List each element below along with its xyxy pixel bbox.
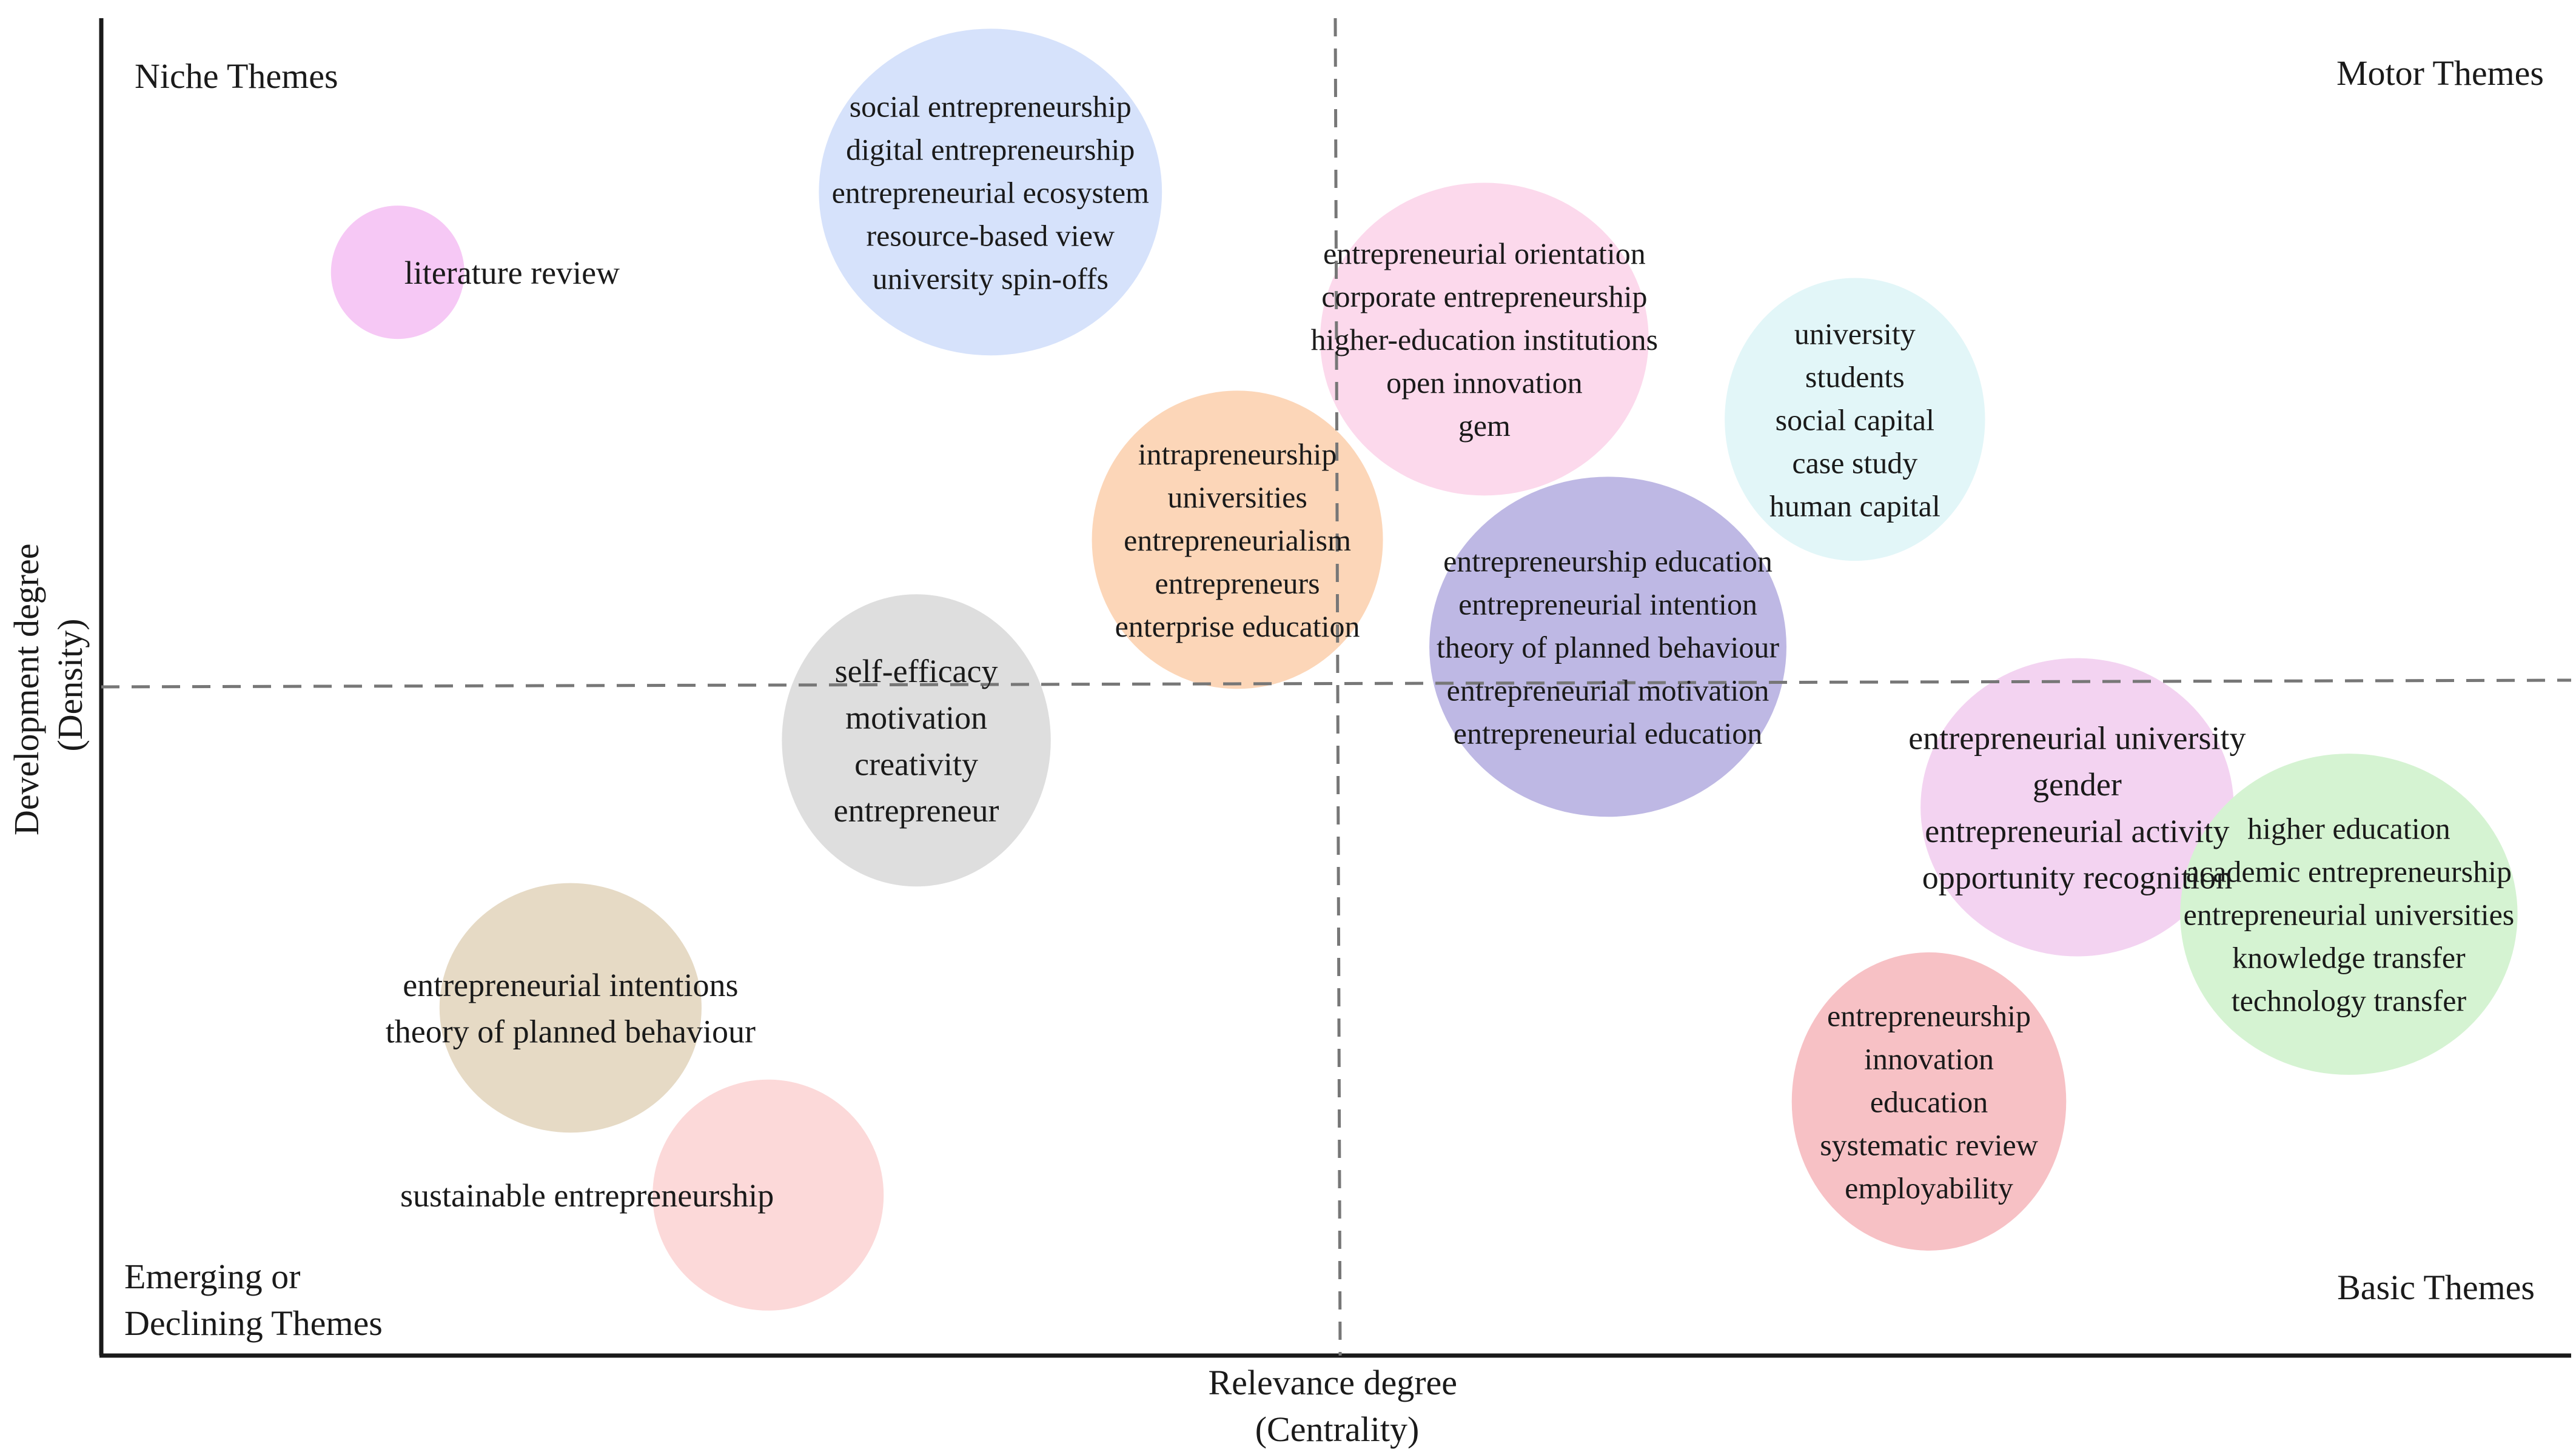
x-axis-label: Relevance degree (Centrality) bbox=[1208, 1363, 1466, 1449]
cluster-label: entrepreneurial intentions theory of plan… bbox=[386, 967, 756, 1050]
cluster-term: human capital bbox=[1769, 489, 1940, 523]
cluster-term: entrepreneurial intentions bbox=[403, 967, 738, 1003]
cluster-label: self-efficacy motivation creativity entrepr… bbox=[834, 653, 999, 829]
cluster-label: higher education academic entrepreneurshi… bbox=[2184, 812, 2515, 1018]
cluster-term: entrepreneurial orientation bbox=[1323, 236, 1646, 270]
cluster-bubble bbox=[439, 883, 702, 1133]
x-axis-label-line-2: (Centrality) bbox=[1255, 1410, 1420, 1449]
cluster-bubble bbox=[1320, 182, 1649, 496]
y-axis-label-group: Development degree (Density) bbox=[7, 535, 90, 835]
cluster-term: higher education bbox=[2247, 812, 2450, 846]
cluster-labels: social entrepreneurship digital entrepren… bbox=[386, 89, 2515, 1214]
cluster-term: entrepreneurialism bbox=[1124, 523, 1351, 557]
cluster-term: universities bbox=[1167, 480, 1307, 514]
cluster-label: entrepreneurship innovation education syste… bbox=[1820, 998, 2038, 1205]
cluster-term: university bbox=[1794, 316, 1916, 350]
cluster-term: entrepreneurial ecosystem bbox=[832, 175, 1149, 209]
quadrant-emerging-line-1: Emerging or bbox=[124, 1257, 300, 1296]
quadrant-emerging-label: Emerging or Declining Themes bbox=[124, 1257, 383, 1343]
cluster-bubble bbox=[652, 1079, 884, 1311]
quadrant-motor-label: Motor Themes bbox=[2336, 53, 2544, 93]
x-axis-label-line-1: Relevance degree bbox=[1208, 1363, 1457, 1402]
cluster-term: entrepreneurial activity bbox=[1925, 813, 2229, 849]
cluster-term: systematic review bbox=[1820, 1128, 2038, 1162]
cluster-term: education bbox=[1870, 1085, 1988, 1119]
quadrant-emerging-line-2: Declining Themes bbox=[124, 1303, 383, 1343]
cluster-term: gender bbox=[2033, 766, 2122, 803]
cluster-term: entrepreneur bbox=[834, 792, 999, 829]
cluster-term: entrepreneurial universities bbox=[2184, 898, 2515, 932]
y-axis-label: Development degree (Density) bbox=[7, 535, 90, 835]
cluster-label: university students social capital case stu… bbox=[1769, 316, 1940, 523]
cluster-term: entrepreneurship education bbox=[1443, 544, 1773, 578]
cluster-term: university spin-offs bbox=[873, 261, 1109, 295]
cluster-label: social entrepreneurship digital entrepren… bbox=[832, 89, 1149, 295]
quadrant-niche-label: Niche Themes bbox=[135, 56, 338, 96]
cluster-term: corporate entrepreneurship bbox=[1321, 279, 1647, 313]
cluster-term: digital entrepreneurship bbox=[846, 132, 1135, 166]
cluster-bubble bbox=[782, 594, 1051, 887]
cluster-label: entrepreneurial university gender entrepre… bbox=[1908, 720, 2246, 895]
cluster-bubble bbox=[1429, 477, 1786, 817]
cluster-term: innovation bbox=[1864, 1042, 1994, 1075]
cluster-bubble bbox=[819, 28, 1162, 356]
cluster-term: employability bbox=[1845, 1171, 2013, 1205]
cluster-label: sustainable entrepreneurship bbox=[400, 1177, 774, 1214]
cluster-term: opportunity recognition bbox=[1922, 859, 2232, 895]
cluster-label: entrepreneurship education entrepreneuria… bbox=[1437, 544, 1779, 750]
cluster-term: entrepreneurial university bbox=[1908, 720, 2246, 756]
y-axis-label-line-1: Development degree bbox=[7, 543, 46, 835]
cluster-term: motivation bbox=[845, 700, 987, 736]
cluster-label: literature review bbox=[404, 255, 620, 291]
cluster-term: theory of planned behaviour bbox=[1437, 630, 1779, 664]
cluster-label: intrapreneurship universities entrepreneur… bbox=[1115, 437, 1360, 643]
cluster-term: intrapreneurship bbox=[1138, 437, 1337, 471]
cluster-bubble bbox=[330, 206, 465, 340]
cluster-term: self-efficacy bbox=[835, 653, 998, 689]
cluster-bubbles bbox=[330, 28, 2518, 1311]
cluster-term: social entrepreneurship bbox=[850, 89, 1132, 123]
cluster-term: entrepreneurial intention bbox=[1458, 587, 1757, 621]
cluster-term: knowledge transfer bbox=[2232, 941, 2466, 975]
cluster-term: entrepreneurship bbox=[1827, 998, 2031, 1032]
cluster-term: technology transfer bbox=[2232, 984, 2467, 1018]
vertical-divider bbox=[1333, 18, 1342, 1356]
cluster-term: theory of planned behaviour bbox=[386, 1014, 756, 1050]
cluster-term: entrepreneurial motivation bbox=[1447, 673, 1769, 707]
cluster-term: open innovation bbox=[1386, 366, 1583, 400]
cluster-term: higher-education institutions bbox=[1311, 323, 1659, 356]
cluster-bubble bbox=[1725, 278, 1985, 561]
cluster-term: enterprise education bbox=[1115, 609, 1360, 643]
cluster-term: students bbox=[1805, 360, 1905, 393]
cluster-term: case study bbox=[1792, 446, 1917, 480]
cluster-bubble bbox=[2180, 754, 2518, 1075]
cluster-term: creativity bbox=[854, 746, 978, 782]
quadrant-basic-label: Basic Themes bbox=[2337, 1268, 2535, 1307]
cluster-label: entrepreneurial orientation corporate ent… bbox=[1311, 236, 1659, 443]
cluster-bubble bbox=[1092, 390, 1383, 689]
cluster-term: entrepreneurs bbox=[1155, 566, 1320, 600]
cluster-bubble bbox=[1920, 658, 2234, 957]
y-axis-label-line-2: (Density) bbox=[50, 618, 90, 751]
cluster-term: gem bbox=[1458, 409, 1511, 443]
horizontal-divider bbox=[101, 678, 2572, 689]
cluster-term: entrepreneurial education bbox=[1454, 716, 1762, 750]
cluster-term: social capital bbox=[1776, 403, 1934, 436]
cluster-term: resource-based view bbox=[867, 218, 1115, 252]
cluster-bubble bbox=[1791, 952, 2067, 1251]
axes bbox=[99, 18, 2572, 1358]
cluster-term: academic entrepreneurship bbox=[2186, 855, 2512, 889]
